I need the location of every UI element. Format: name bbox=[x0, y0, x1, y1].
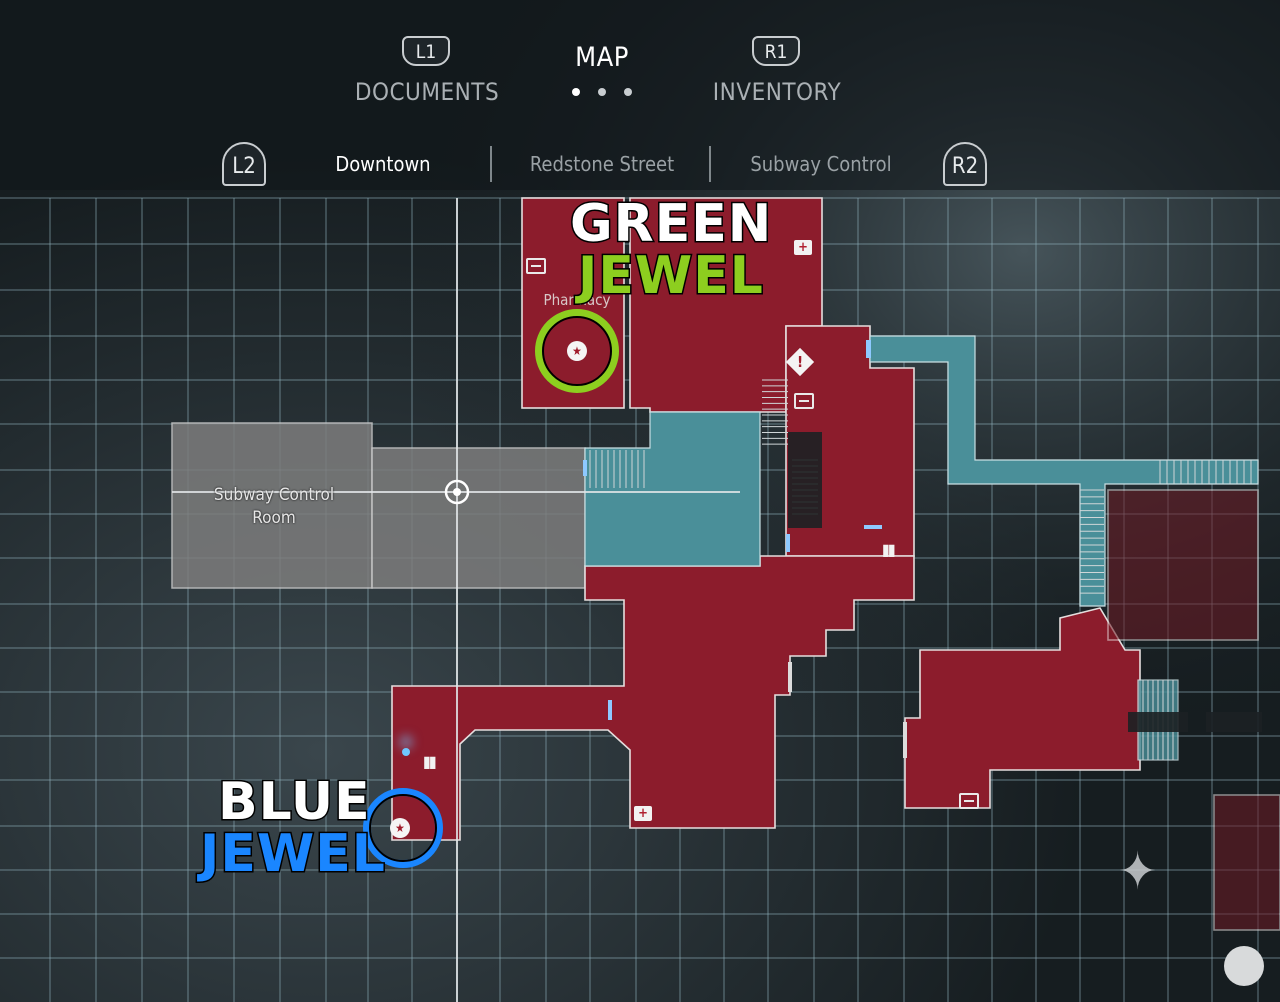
blue-jewel-ring bbox=[363, 788, 443, 868]
minimap-indicator-icon bbox=[1224, 946, 1264, 986]
room-subway-control[interactable] bbox=[171, 422, 586, 589]
page-dot bbox=[598, 88, 606, 96]
corridor-north-east bbox=[869, 335, 1259, 607]
room-central bbox=[391, 555, 915, 841]
green-jewel-label: GREEN bbox=[568, 194, 773, 254]
r1-button-icon[interactable]: R1 bbox=[752, 36, 800, 66]
item-star-icon[interactable]: ★ bbox=[390, 818, 410, 838]
doors[interactable] bbox=[583, 340, 907, 758]
room-east-lower bbox=[904, 607, 1141, 809]
medkit-icon[interactable]: + bbox=[634, 806, 652, 821]
medkit-icon[interactable]: + bbox=[794, 240, 812, 255]
green-jewel-label: JEWEL bbox=[577, 246, 765, 306]
r2-button-icon[interactable]: R2 bbox=[943, 142, 987, 186]
ammo-icon[interactable]: ▮▮ bbox=[882, 540, 896, 559]
map-tab[interactable]: MAP bbox=[575, 42, 629, 73]
tab-separator bbox=[709, 146, 711, 182]
page-dot bbox=[572, 88, 580, 96]
tab-separator bbox=[490, 146, 492, 182]
tab-redstone-street[interactable]: Redstone Street bbox=[529, 152, 675, 176]
tab-subway-control[interactable]: Subway Control bbox=[750, 152, 892, 176]
blue-jewel-label: JEWEL bbox=[199, 824, 387, 884]
document-icon[interactable] bbox=[959, 793, 979, 809]
l2-button-icon[interactable]: L2 bbox=[222, 142, 266, 186]
player-marker-icon bbox=[444, 479, 470, 505]
page-dot bbox=[624, 88, 632, 96]
inventory-tab[interactable]: INVENTORY bbox=[712, 78, 842, 106]
room-far-east bbox=[1107, 489, 1259, 641]
tab-downtown[interactable]: Downtown bbox=[335, 152, 431, 176]
blue-jewel-label: BLUE bbox=[217, 772, 372, 832]
room-label-pharmacy: Pharmacy bbox=[543, 291, 611, 309]
ammo-icon[interactable]: ▮▮ bbox=[423, 752, 437, 771]
green-jewel-ring bbox=[535, 309, 619, 393]
save-icon[interactable] bbox=[398, 738, 414, 766]
item-star-icon[interactable]: ★ bbox=[567, 341, 587, 361]
explored-rooms[interactable] bbox=[391, 197, 1280, 931]
corridor-main bbox=[584, 411, 761, 567]
documents-tab[interactable]: DOCUMENTS bbox=[354, 78, 500, 106]
room-label-subway-control: Subway Control Room bbox=[194, 484, 354, 530]
room-far-southeast bbox=[1213, 794, 1280, 931]
room-label-line: Room bbox=[252, 508, 296, 528]
compass-icon: ✦ bbox=[1118, 842, 1158, 902]
l1-button-icon[interactable]: L1 bbox=[402, 36, 450, 66]
document-icon[interactable] bbox=[526, 258, 546, 274]
document-icon[interactable] bbox=[794, 393, 814, 409]
walls bbox=[788, 432, 1262, 732]
room-label-line: Subway Control bbox=[213, 485, 335, 505]
